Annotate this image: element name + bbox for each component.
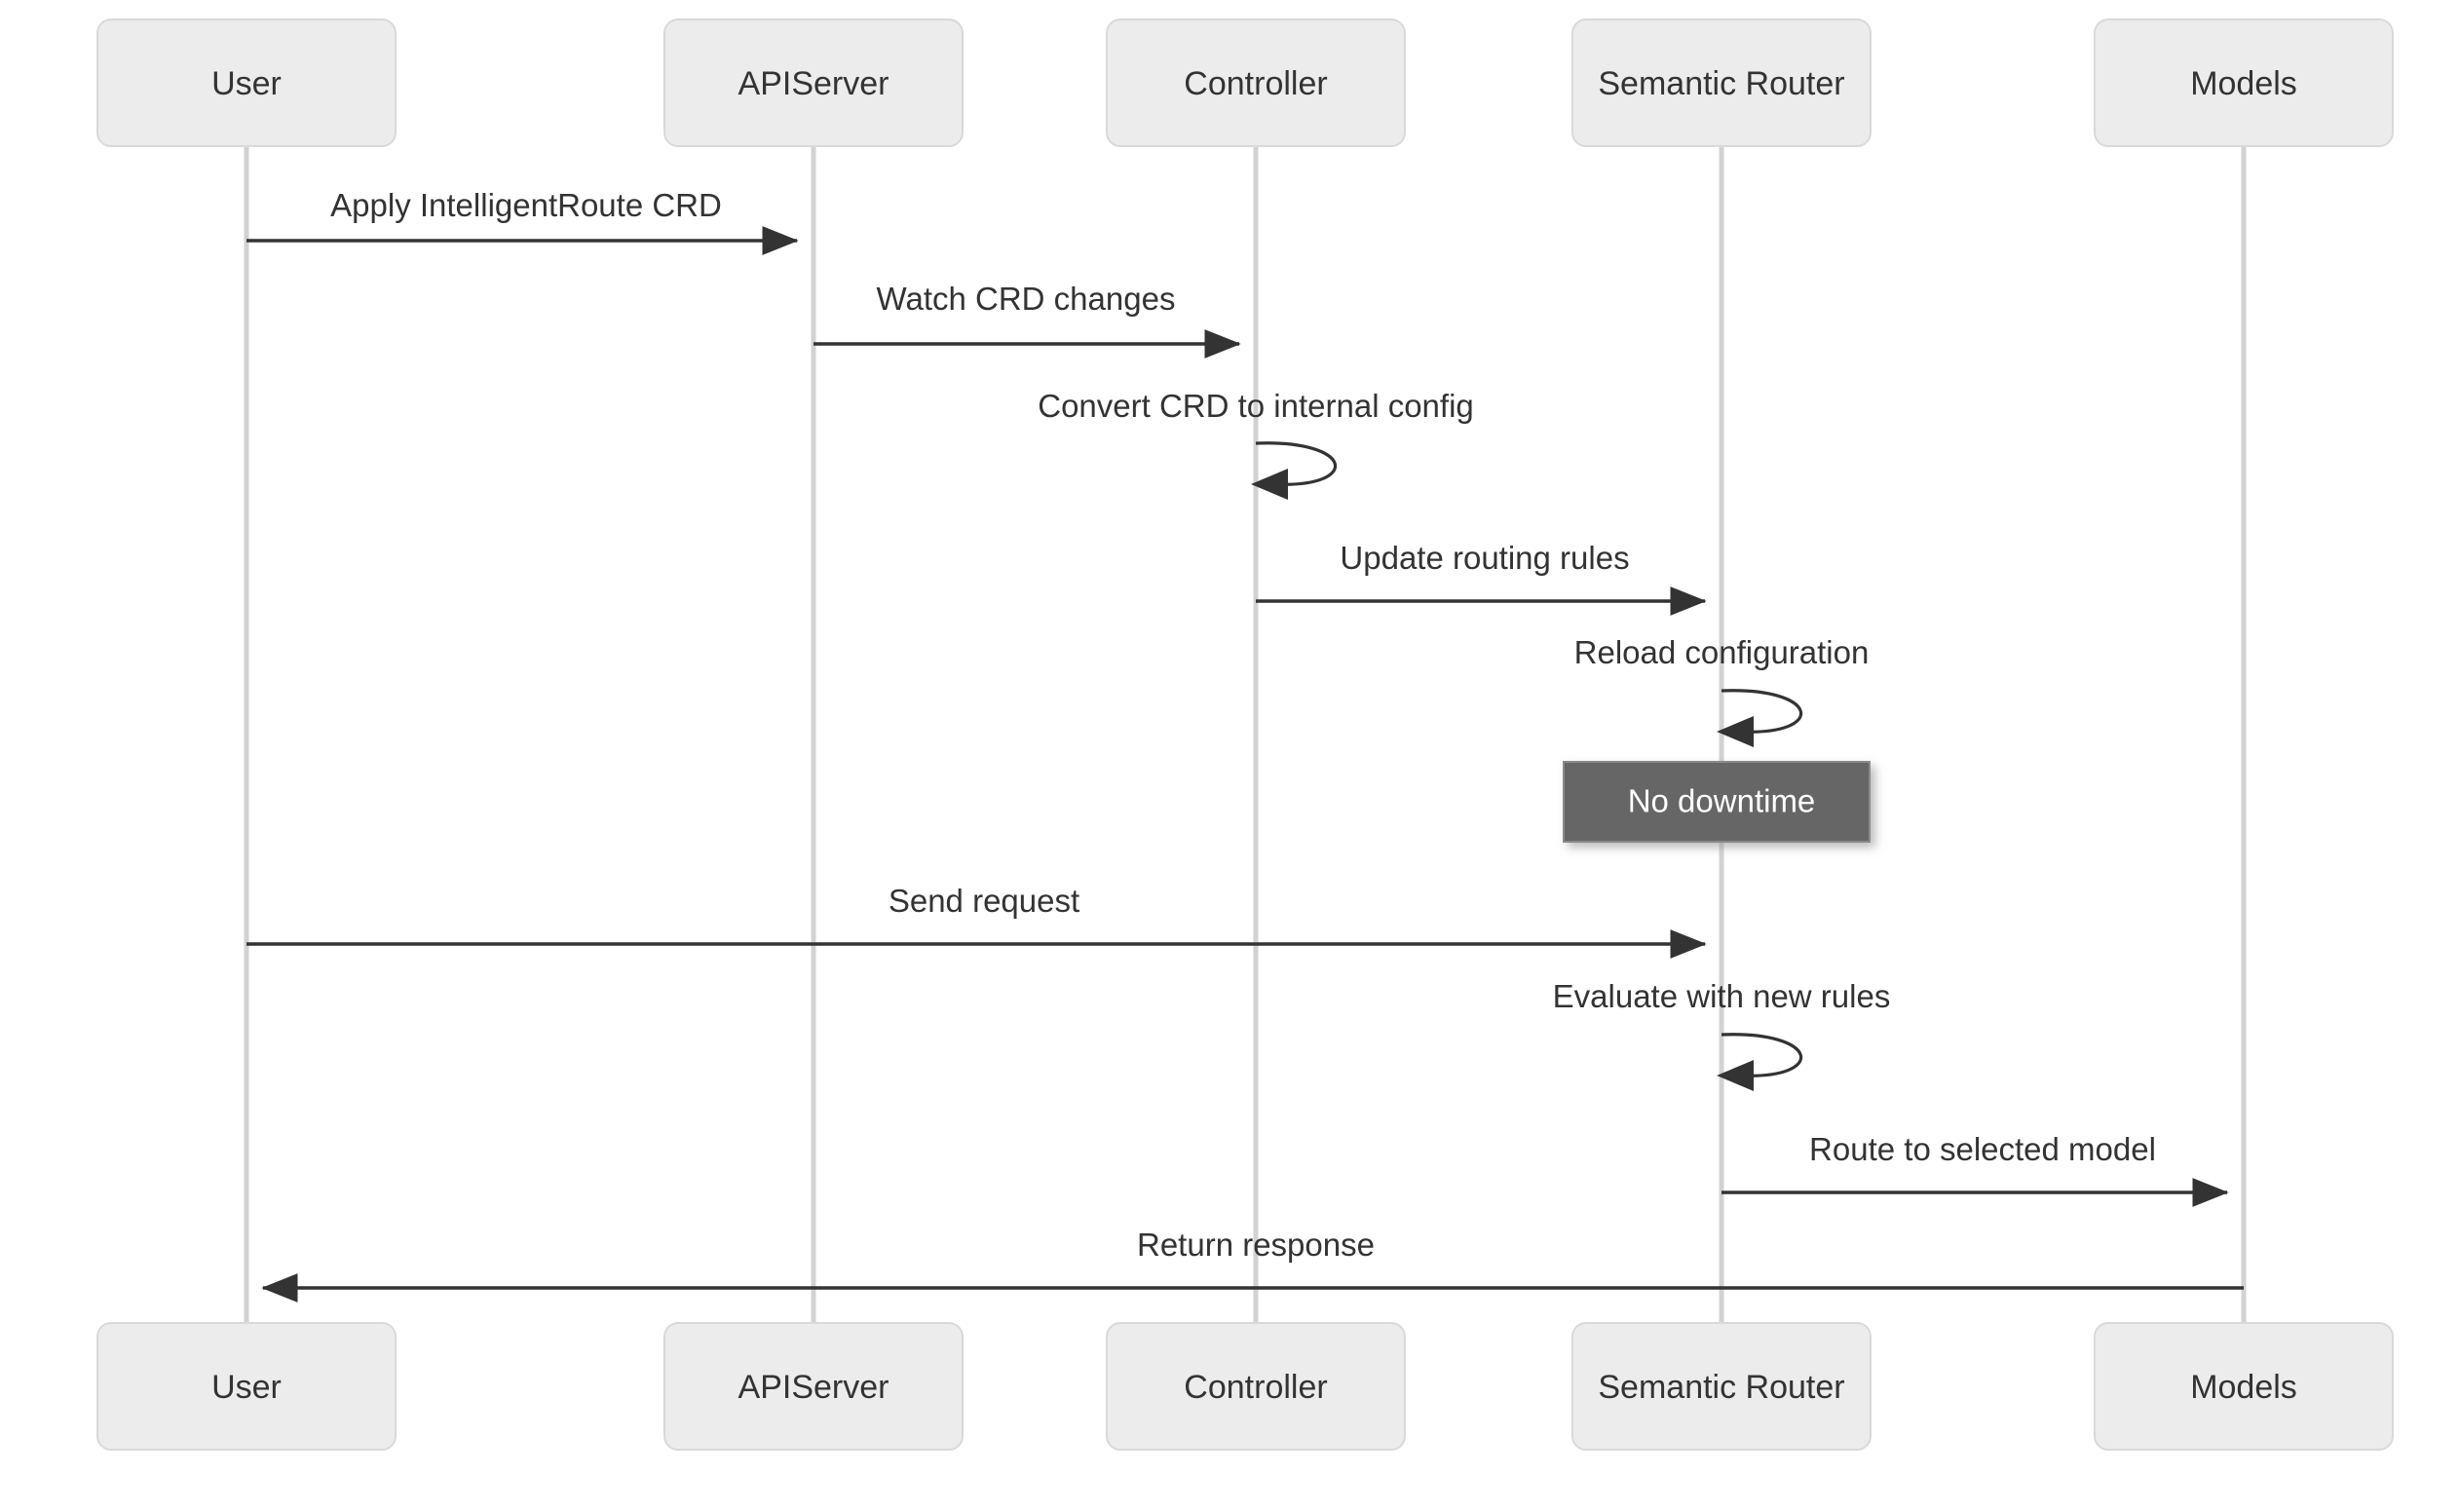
participant-top-apiserver[interactable]: APIServer — [663, 19, 964, 147]
message-label: Reload configuration — [1574, 634, 1870, 670]
participant-label: Semantic Router — [1598, 1369, 1844, 1406]
participant-box[interactable] — [663, 1322, 964, 1451]
participant-label: APIServer — [738, 65, 889, 102]
message-label: Send request — [889, 883, 1079, 919]
participant-label: Semantic Router — [1598, 65, 1844, 102]
message-evaluate-with-new-rules[interactable]: Evaluate with new rules — [1553, 978, 1891, 1091]
self-loop-arrowhead — [1717, 1060, 1754, 1091]
participant-bottom-router[interactable]: Semantic Router — [1571, 1322, 1872, 1451]
message-update-routing-rules[interactable]: Update routing rules — [1256, 540, 1707, 616]
message-return-response[interactable]: Return response — [261, 1227, 2244, 1303]
participant-box[interactable] — [1106, 19, 1406, 147]
message-route-to-selected-model[interactable]: Route to selected model — [1721, 1131, 2229, 1207]
participant-label: User — [211, 65, 282, 102]
message-watch-crd-changes[interactable]: Watch CRD changes — [813, 281, 1241, 359]
self-loop-path[interactable] — [1255, 441, 1337, 486]
participant-top-router[interactable]: Semantic Router — [1571, 19, 1872, 147]
note-no-downtime[interactable]: No downtime — [1563, 761, 1871, 843]
participant-box[interactable] — [2094, 1322, 2394, 1451]
message-label: Watch CRD changes — [877, 281, 1176, 317]
participant-label: Controller — [1184, 1369, 1327, 1406]
participant-box[interactable] — [1106, 1322, 1406, 1451]
participant-bottom-controller[interactable]: Controller — [1106, 1322, 1406, 1451]
participant-box[interactable] — [2094, 19, 2394, 147]
participant-label: Models — [2190, 1369, 2297, 1406]
self-loop-path[interactable] — [1721, 689, 1802, 734]
self-loop-arrowhead — [1251, 469, 1288, 500]
participant-box[interactable] — [663, 19, 964, 147]
message-label: Return response — [1137, 1227, 1375, 1263]
participant-label: User — [211, 1369, 282, 1406]
participant-box[interactable] — [1571, 19, 1872, 147]
message-label: Evaluate with new rules — [1553, 978, 1891, 1014]
participants-bottom: User APIServer Controller Semantic Route… — [96, 1322, 2394, 1451]
message-send-request[interactable]: Send request — [246, 883, 1707, 959]
participant-label: Models — [2190, 65, 2297, 102]
participant-label: Controller — [1184, 65, 1327, 102]
participants-top: User APIServer Controller Semantic Route… — [96, 19, 2394, 147]
participant-top-user[interactable]: User — [96, 19, 397, 147]
participant-top-models[interactable]: Models — [2094, 19, 2394, 147]
participant-box[interactable] — [96, 1322, 397, 1451]
message-convert-crd-to-internal-config[interactable]: Convert CRD to internal config — [1038, 388, 1474, 500]
participant-bottom-user[interactable]: User — [96, 1322, 397, 1451]
note-box[interactable] — [1563, 761, 1871, 843]
participant-box[interactable] — [1571, 1322, 1872, 1451]
participant-box[interactable] — [96, 19, 397, 147]
message-label: Update routing rules — [1340, 540, 1629, 576]
message-label: Apply IntelligentRoute CRD — [330, 187, 722, 223]
self-loop-path[interactable] — [1721, 1033, 1802, 1077]
participant-top-controller[interactable]: Controller — [1106, 19, 1406, 147]
message-apply-intelligentroute-crd[interactable]: Apply IntelligentRoute CRD — [246, 187, 799, 255]
self-loop-arrowhead — [1717, 716, 1754, 747]
participant-bottom-apiserver[interactable]: APIServer — [663, 1322, 964, 1451]
participant-label: APIServer — [738, 1369, 889, 1406]
message-label: Route to selected model — [1809, 1131, 2156, 1167]
note-label: No downtime — [1628, 783, 1816, 819]
message-label: Convert CRD to internal config — [1038, 388, 1474, 424]
message-reload-configuration[interactable]: Reload configuration — [1574, 634, 1870, 747]
participant-bottom-models[interactable]: Models — [2094, 1322, 2394, 1451]
